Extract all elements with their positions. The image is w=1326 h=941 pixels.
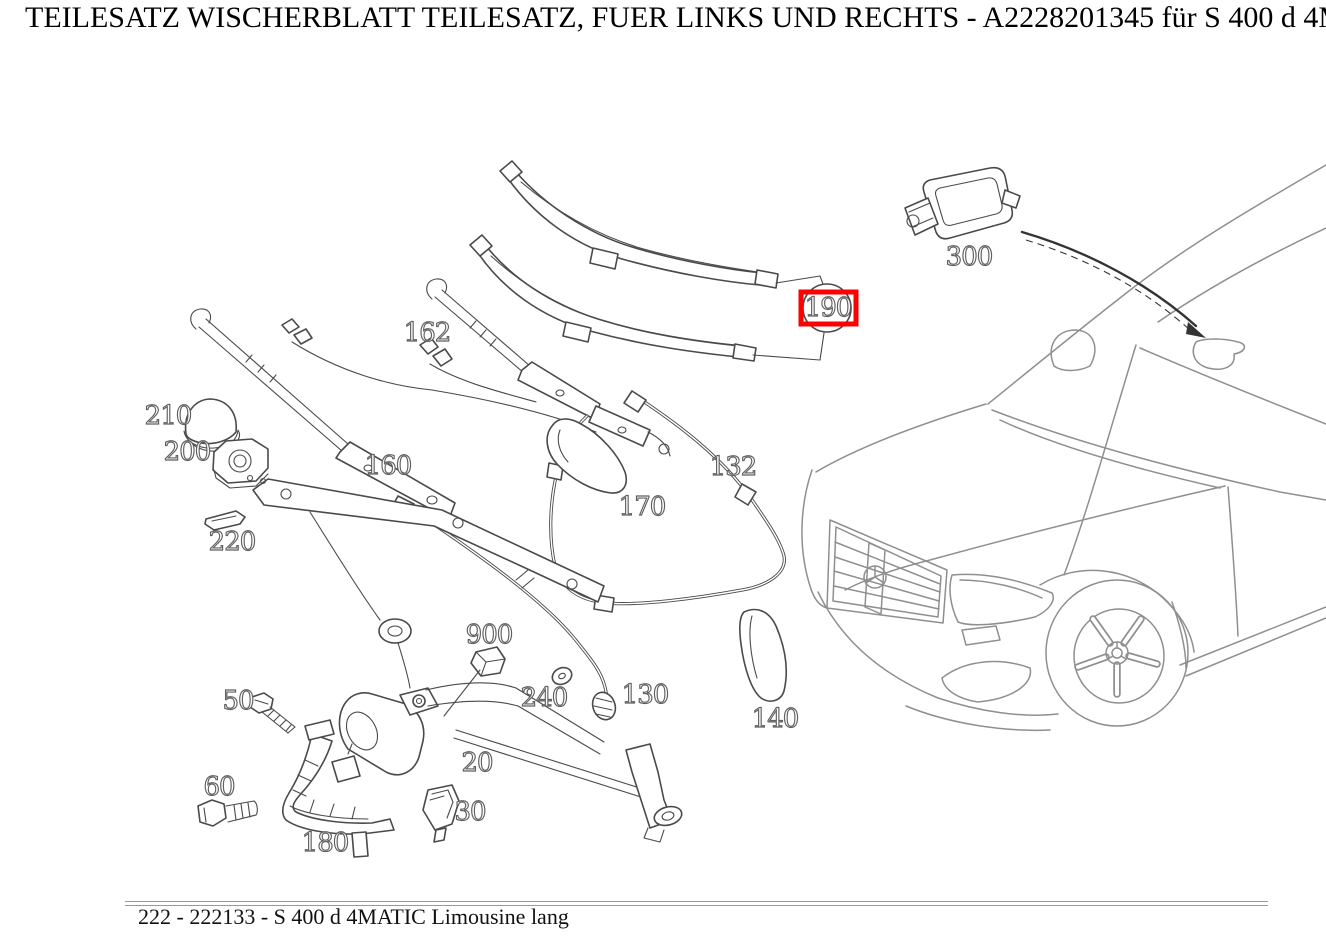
- page-title: TEILESATZ WISCHERBLATT TEILESATZ, FUER L…: [25, 1, 1326, 34]
- part-callout-140[interactable]: 140: [751, 703, 800, 734]
- callout-layer: 162 190 300 210 200 160 132 170 220 900 50 240 130 14…: [144, 241, 994, 858]
- footer-rule: [125, 901, 1268, 906]
- footer-breadcrumb: 222 - 222133 - S 400 d 4MATIC Limousine …: [138, 904, 569, 929]
- wiper-blade-top: [499, 160, 779, 289]
- part-callout-190[interactable]: 190: [804, 292, 853, 323]
- bolt-50: [249, 692, 296, 734]
- part-callout-162[interactable]: 162: [403, 317, 452, 348]
- car-outline: [801, 164, 1326, 732]
- grille: [826, 519, 948, 624]
- part-callout-132[interactable]: 132: [709, 451, 758, 482]
- part-callout-220[interactable]: 220: [208, 526, 257, 557]
- blade-adapter: [562, 321, 592, 343]
- bolt-60: [197, 799, 258, 827]
- part-callout-60[interactable]: 60: [203, 771, 236, 802]
- part-callout-240[interactable]: 240: [520, 682, 569, 713]
- part-callout-50[interactable]: 50: [222, 685, 255, 716]
- fog-lamp: [961, 625, 1001, 646]
- wiper-arm-passenger: [426, 278, 671, 457]
- part-callout-210[interactable]: 210: [144, 400, 193, 431]
- bumper-intake: [941, 660, 1032, 703]
- headlight: [949, 573, 1054, 626]
- front-wheel: [1039, 569, 1195, 727]
- mounting-arrow: [1020, 230, 1206, 338]
- cover-boot-170: [546, 418, 627, 494]
- part-callout-900[interactable]: 900: [465, 619, 514, 650]
- callout-bracket-190: [752, 275, 852, 361]
- link-plate-160: [246, 474, 605, 689]
- part-callout-20[interactable]: 20: [461, 747, 494, 778]
- bracket-30: [422, 784, 460, 843]
- wiper-arm-driver: [190, 308, 456, 520]
- rain-sensor: [904, 166, 1021, 240]
- part-callout-170[interactable]: 170: [618, 491, 667, 522]
- air-duct-140: [738, 608, 787, 702]
- highlight-box-190[interactable]: [798, 289, 859, 327]
- washer-hose-132: [546, 390, 786, 613]
- nut-200: [212, 438, 269, 489]
- rearview-mirror: [1192, 338, 1246, 370]
- blade-adapter: [589, 247, 619, 270]
- grommet-240: [551, 666, 573, 686]
- part-callout-180[interactable]: 180: [301, 827, 350, 858]
- bracket-180: [281, 719, 395, 858]
- part-callout-30[interactable]: 30: [454, 796, 487, 827]
- clip-220: [204, 510, 246, 531]
- cap-210: [183, 398, 241, 452]
- part-callout-200[interactable]: 200: [163, 436, 212, 467]
- part-callout-300[interactable]: 300: [945, 241, 994, 272]
- nozzle-900: [443, 646, 506, 717]
- wiper-motor-linkage: [331, 682, 683, 843]
- wiper-blade-bottom: [469, 234, 757, 362]
- part-callout-160[interactable]: 160: [364, 450, 413, 481]
- part-callout-130[interactable]: 130: [621, 679, 670, 710]
- side-mirror: [1050, 329, 1096, 372]
